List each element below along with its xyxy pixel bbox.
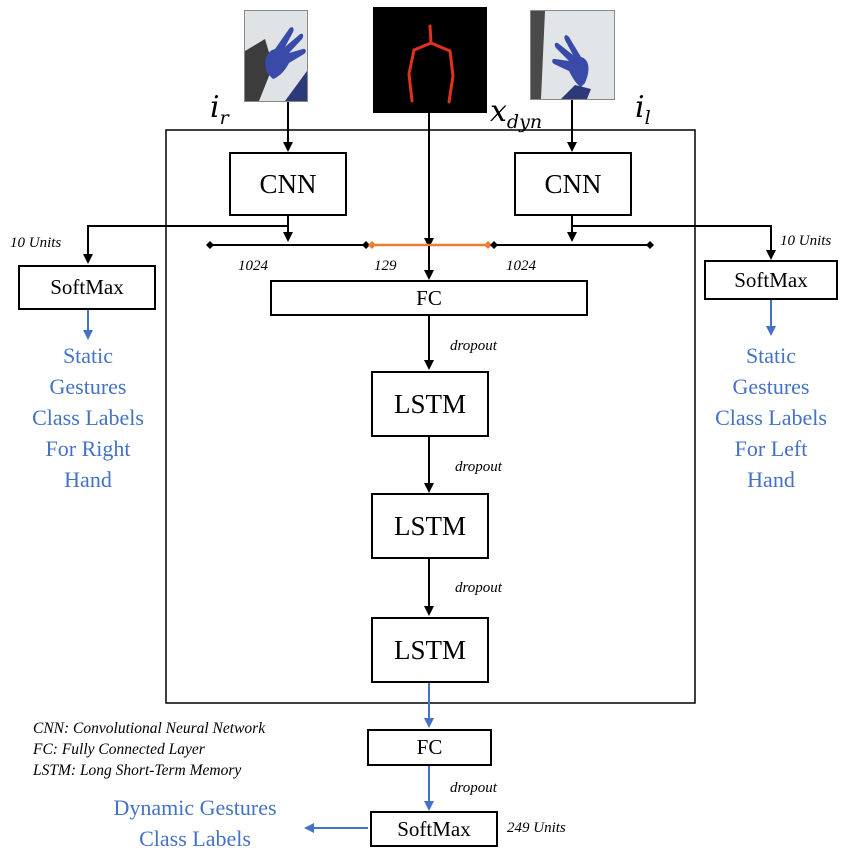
dropout-label-4: dropout (450, 780, 497, 796)
abbreviation-legend: CNN: Convolutional Neural Network FC: Fu… (33, 718, 265, 781)
dim-dynamic: 129 (374, 258, 397, 274)
right-hand-input-label: ir (210, 90, 229, 129)
legend-cnn: CNN: Convolutional Neural Network (33, 720, 266, 737)
softmax-right-hand: SoftMax (18, 265, 156, 310)
units-output: 249 Units (507, 820, 566, 836)
right-hand-image (244, 10, 308, 102)
softmax-left-hand: SoftMax (704, 260, 838, 300)
dim-left-cnn: 1024 (506, 258, 536, 274)
static-left-hand-labels: Static Gestures Class Labels For Left Ha… (715, 343, 827, 492)
dropout-label-2: dropout (455, 459, 502, 475)
cnn-right-hand-block: CNN (229, 152, 347, 216)
dynamic-input-label: xdyn (490, 94, 543, 133)
fc-main-block: FC (270, 280, 588, 316)
lstm-block-2: LSTM (371, 493, 489, 559)
network-frame (165, 129, 696, 704)
units-right: 10 Units (780, 233, 832, 249)
lstm-block-3: LSTM (371, 617, 489, 683)
dim-right-cnn: 1024 (238, 258, 268, 274)
lstm-block-1: LSTM (371, 371, 489, 437)
fc-output-block: FC (367, 729, 492, 766)
dropout-label-3: dropout (455, 580, 502, 596)
cnn-left-hand-block: CNN (514, 152, 632, 216)
skeleton-image (373, 7, 487, 113)
softmax-output-block: SoftMax (370, 811, 498, 847)
left-hand-input-label: il (635, 90, 651, 129)
dynamic-gesture-labels: Dynamic Gestures Class Labels (113, 795, 277, 851)
static-right-hand-labels: Static Gestures Class Labels For Right H… (32, 343, 144, 492)
legend-fc: FC: Fully Connected Layer (33, 741, 205, 758)
left-hand-image (530, 10, 615, 100)
legend-lstm: LSTM: Long Short-Term Memory (33, 762, 242, 779)
dropout-label-1: dropout (450, 338, 497, 354)
units-left: 10 Units (10, 235, 62, 251)
